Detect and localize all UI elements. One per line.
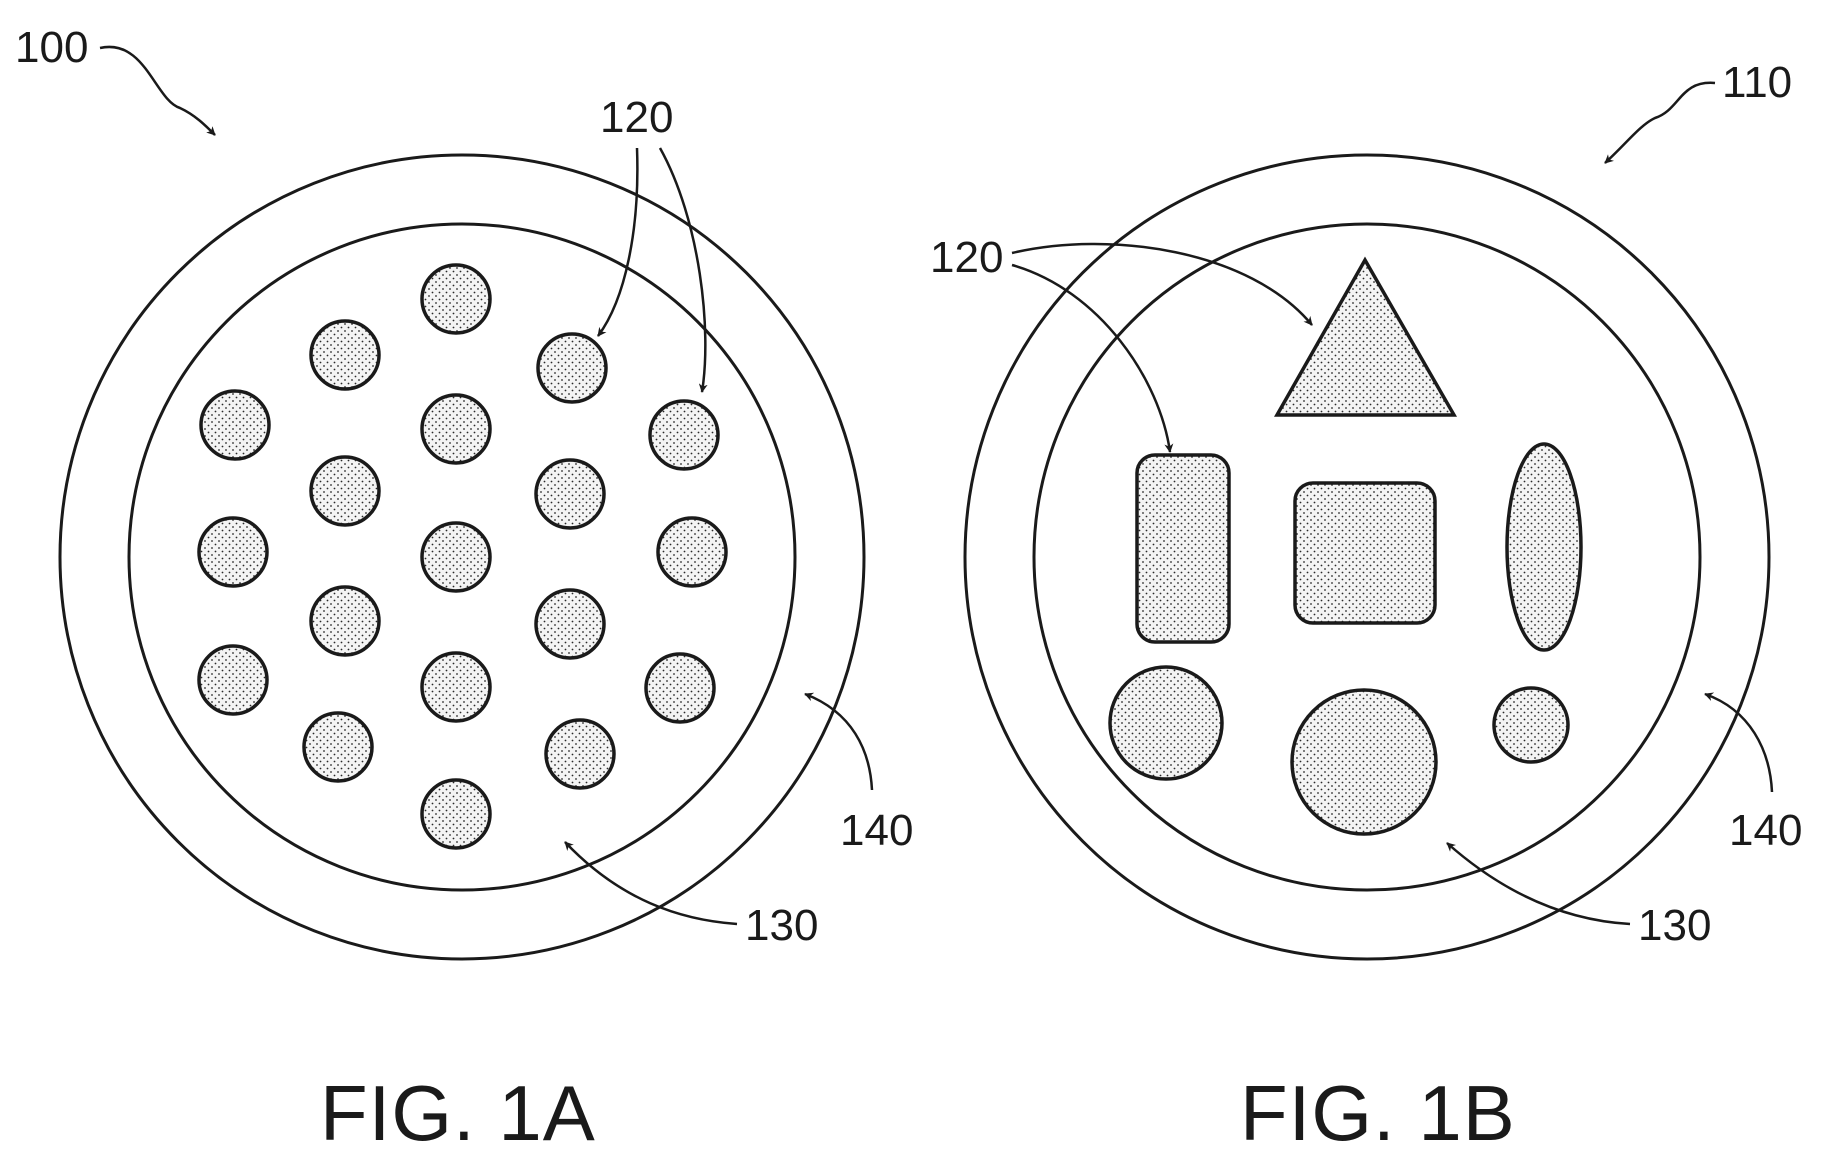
caption-fig-1b: FIG. 1B: [1240, 1069, 1516, 1157]
particle: [199, 646, 267, 714]
small-round-particle: [1494, 688, 1568, 762]
particle: [536, 460, 604, 528]
particle: [422, 780, 490, 848]
rounded-square-particle: [1295, 483, 1435, 623]
particle: [536, 590, 604, 658]
particle: [422, 523, 490, 591]
leader-100: [100, 47, 215, 135]
leader-120-b: [660, 148, 705, 392]
particle: [658, 518, 726, 586]
leader-120-a: [598, 148, 637, 336]
elliptical-particle: [1507, 444, 1581, 650]
particle: [304, 713, 372, 781]
particles-1a: [199, 265, 726, 848]
triangular-particle: [1277, 260, 1454, 415]
particle: [650, 401, 718, 469]
largest-round-particle: [1292, 690, 1436, 834]
particle: [311, 321, 379, 389]
particle: [311, 457, 379, 525]
particle: [199, 518, 267, 586]
particles-1b: [1110, 260, 1581, 834]
particle: [422, 395, 490, 463]
particle: [311, 587, 379, 655]
rounded-rectangular-particle: [1137, 455, 1229, 642]
figure-1b: 110 120 130 140 FIG. 1B: [930, 58, 1802, 1157]
particle: [422, 653, 490, 721]
ref-140-1a: 140: [840, 806, 913, 855]
ref-100: 100: [15, 23, 88, 72]
leader-120-rectangle: [1012, 265, 1170, 452]
particle: [538, 334, 606, 402]
ref-140-1b: 140: [1729, 806, 1802, 855]
ref-130-1a: 130: [745, 901, 818, 950]
particle: [646, 654, 714, 722]
ref-120-1a: 120: [600, 93, 673, 142]
particle: [422, 265, 490, 333]
ref-130-1b: 130: [1638, 901, 1711, 950]
caption-fig-1a: FIG. 1A: [320, 1069, 596, 1157]
large-round-particle: [1110, 667, 1222, 779]
particle: [201, 391, 269, 459]
ref-110: 110: [1722, 58, 1792, 107]
figure-1a: 100 120 130 140 FIG. 1A: [15, 23, 913, 1157]
leader-140-1a: [805, 694, 872, 790]
ref-120-1b: 120: [930, 233, 1003, 282]
leader-110: [1605, 83, 1715, 163]
particle: [546, 720, 614, 788]
